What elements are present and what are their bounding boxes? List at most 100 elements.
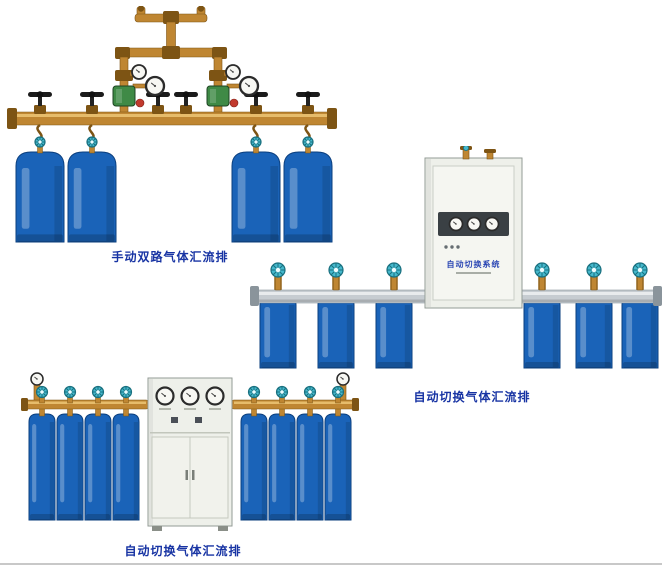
cylinder-valve (632, 262, 648, 291)
cylinder-body (56, 413, 84, 521)
gas-cylinder (296, 413, 324, 521)
valve-boss (34, 105, 46, 114)
top-tee-assembly (134, 6, 208, 53)
product-figure-manual-dual (6, 6, 338, 248)
gauge-group (30, 372, 350, 406)
pressure-gauge (225, 64, 241, 80)
cabinet-side-shade (149, 379, 153, 525)
regulator-highlight (116, 89, 122, 103)
gas-cylinder (268, 413, 296, 521)
cylinder-body (231, 151, 281, 243)
valve-hub (36, 91, 44, 98)
product-figure-auto-switch-cabinet (18, 370, 362, 534)
manifold-highlight (234, 401, 354, 404)
cylinder-valve (250, 136, 262, 154)
cylinder-shade (404, 305, 411, 367)
gauge-hub (188, 394, 192, 398)
cylinder-body (240, 413, 268, 521)
gas-cylinder (523, 293, 561, 369)
cylinder-base-shade (319, 362, 353, 368)
handwheel-hub (336, 390, 340, 394)
cylinder-highlight (60, 424, 65, 503)
cylinder-shade (322, 166, 331, 241)
product-image-auto-switch-cabinet (21, 372, 359, 531)
gauge-hub (491, 223, 493, 225)
pressure-gauge (484, 216, 500, 232)
cylinder-valve (35, 385, 49, 404)
gas-cylinder (283, 151, 333, 243)
manifold-shutoff-valve (80, 91, 104, 114)
valve-stem (184, 97, 188, 106)
pressure-gauge (205, 386, 225, 406)
cylinder-base-shade (623, 362, 657, 368)
manifold-shutoff-valve (28, 91, 52, 114)
cylinder-highlight (88, 424, 93, 503)
handwheel-hub (124, 390, 128, 394)
gauge-group (448, 216, 500, 232)
tee-union-fitting (163, 11, 179, 24)
product-caption-auto-switch-wide: 自动切换气体汇流排 (413, 390, 531, 404)
cylinder-base-shade (17, 234, 63, 242)
cylinder-highlight (289, 168, 298, 229)
cylinder-shade (261, 422, 266, 519)
cabinet-foot (152, 526, 162, 531)
product-image-manual-dual-manifold (7, 6, 337, 243)
pressure-gauge (131, 64, 147, 80)
cylinder-valve (586, 262, 602, 291)
regulator-body (112, 85, 136, 107)
manifold-end-flange (7, 108, 17, 129)
handwheel-hub (308, 390, 312, 394)
handwheel-hub (591, 267, 597, 273)
cylinder-highlight (322, 307, 329, 358)
pressure-gauge (180, 386, 200, 406)
product-figure-auto-switch-wide: 自动切换系统 (250, 146, 662, 380)
cylinder-shade (49, 422, 54, 519)
cylinder-base-shade (298, 514, 322, 520)
cylinder-highlight (380, 307, 387, 358)
control-cabinet: 自动切换系统 (424, 157, 523, 309)
cylinder-shade (650, 305, 657, 367)
handwheel-hub (96, 390, 100, 394)
valve-boss (152, 105, 164, 114)
cylinder-base-shade (577, 362, 611, 368)
cylinder-shade (105, 422, 110, 519)
cylinder-base-shade (69, 234, 115, 242)
valve-stem (90, 97, 94, 106)
gauge-hub (247, 84, 251, 88)
handwheel-hub (333, 267, 339, 273)
cylinder-base-shade (261, 362, 295, 368)
valve-boss (180, 105, 192, 114)
riser-fitting (484, 149, 496, 153)
gas-cylinder (67, 151, 117, 243)
gauge-hub (138, 71, 140, 73)
vent-dot (450, 245, 454, 249)
manifold-highlight (14, 114, 330, 117)
handwheel-hub (637, 267, 643, 273)
cylinder-body (296, 413, 324, 521)
handwheel-hub (38, 140, 42, 144)
panel-subline (456, 272, 491, 274)
cylinder-highlight (328, 424, 333, 503)
valve-boss (302, 105, 314, 114)
regulator-knob (229, 98, 239, 108)
cylinder-shade (270, 166, 279, 241)
regulator-body (206, 85, 230, 107)
cylinder-base-shade (242, 514, 266, 520)
cylinder-shade (345, 422, 350, 519)
regulator-station-right (206, 56, 242, 115)
gas-cylinder (621, 293, 659, 369)
header-elbow-right (212, 47, 227, 59)
cylinder-base-shade (377, 362, 411, 368)
cylinder-body (67, 151, 117, 243)
valve-hub (304, 91, 312, 98)
handwheel-hub (539, 267, 545, 273)
cylinder-valve (247, 385, 261, 404)
cylinder-highlight (626, 307, 633, 358)
cylinder-highlight (580, 307, 587, 358)
riser-valve-knob (463, 146, 469, 151)
header-tee-fitting (162, 46, 180, 59)
valve-boss (86, 105, 98, 114)
cylinder-body (268, 413, 296, 521)
gas-cylinder (28, 413, 56, 521)
